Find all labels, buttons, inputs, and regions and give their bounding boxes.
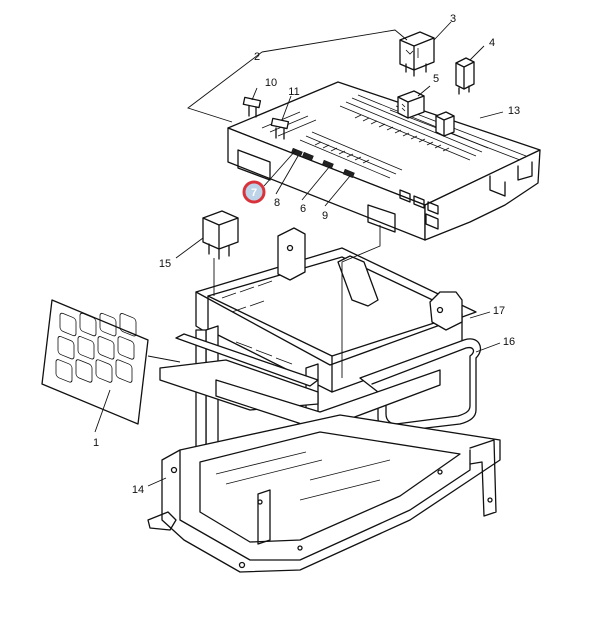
fuse-row-marks (314, 114, 450, 164)
fuse-box-side (424, 149, 541, 241)
highlighted-callout[interactable]: 7 (242, 180, 266, 204)
highlight-ring (242, 180, 266, 204)
fuse-11 (270, 117, 290, 140)
callout-10: 10 (265, 77, 277, 89)
callout-13: 13 (508, 105, 520, 117)
relay-4 (455, 57, 475, 95)
relay-on-box (435, 111, 455, 137)
callout-17: 17 (493, 305, 505, 317)
panel-1 (41, 299, 149, 425)
callout-6: 6 (300, 203, 306, 215)
fuse-box (227, 81, 541, 241)
fuse-10 (242, 96, 262, 118)
base-14 (147, 414, 501, 573)
callout-5: 5 (433, 73, 439, 85)
callout-2: 2 (254, 51, 260, 63)
relay-3 (399, 31, 435, 77)
relay-15 (202, 210, 239, 260)
tray (195, 227, 477, 393)
callout-14: 14 (132, 484, 144, 496)
callout-labels: 1 2 3 4 5 6 8 9 10 11 13 14 15 16 17 (93, 13, 520, 496)
callout-9: 9 (322, 210, 328, 222)
relay-5 (397, 90, 425, 119)
callout-15: 15 (159, 258, 171, 270)
callout-4: 4 (489, 37, 495, 49)
callout-11: 11 (288, 86, 299, 98)
callout-3: 3 (450, 13, 456, 25)
callout-16: 16 (503, 336, 515, 348)
callout-7: 7 (251, 187, 257, 199)
leader-lines (94, 21, 504, 487)
highlight-disc (245, 183, 263, 201)
callout-8: 8 (274, 197, 280, 209)
callout-1: 1 (93, 437, 99, 449)
frame (159, 325, 441, 485)
